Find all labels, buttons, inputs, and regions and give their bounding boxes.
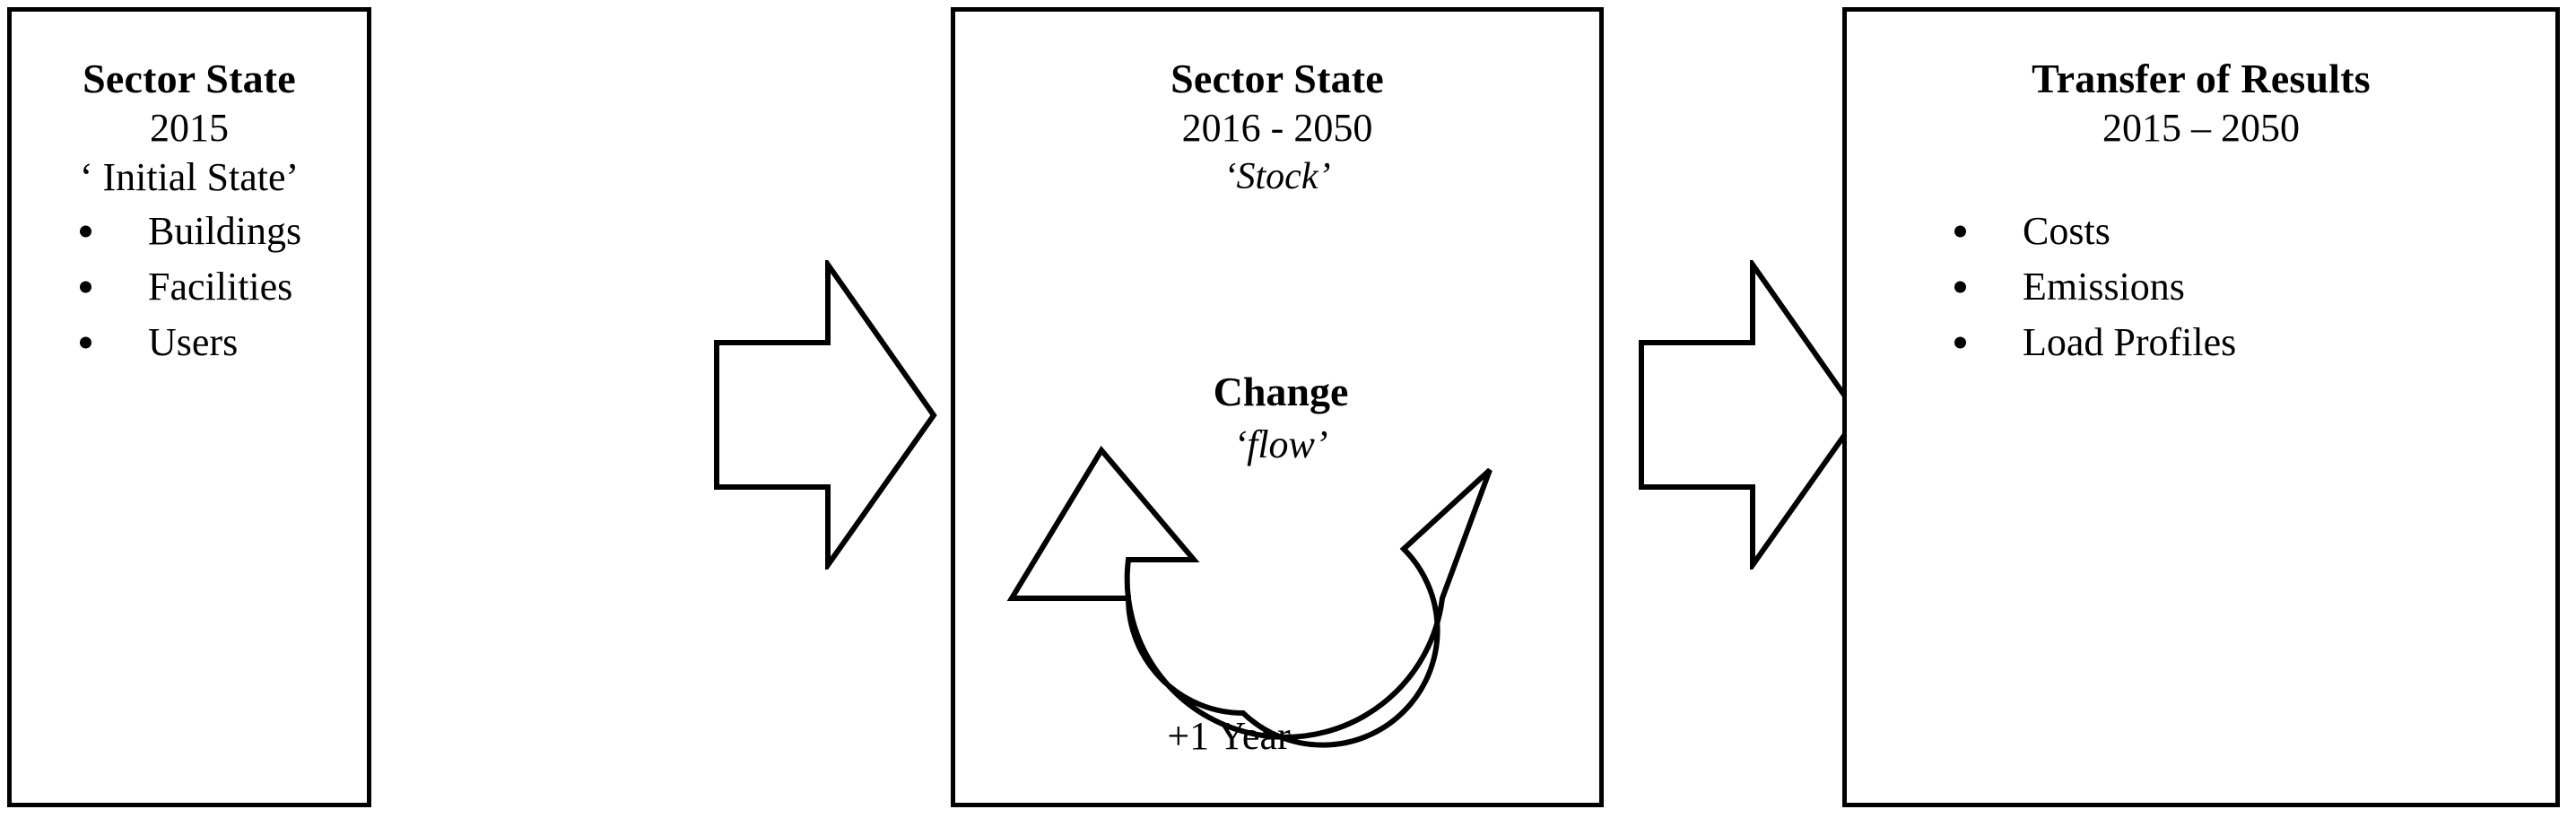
- arrow-shape: [1639, 260, 1862, 570]
- arrow-right-icon: [1639, 260, 1862, 570]
- box-stock-subtitle: 2016 - 2050: [1181, 106, 1373, 151]
- box-initial-state-list: Buildings Facilities Users: [80, 209, 302, 379]
- arrow-right-icon-initial-to-stock: [713, 260, 937, 570]
- cycle-arrow-icon: [974, 441, 1512, 807]
- increment-label: +1 Year: [1167, 714, 1291, 758]
- list-item: Costs: [1954, 209, 2236, 253]
- list-item: Users: [80, 322, 301, 363]
- cycle-arrow-icon: [1006, 445, 1493, 748]
- box-stock-title: Sector State: [1171, 56, 1384, 101]
- box-initial-state-subtitle: 2015: [150, 106, 229, 151]
- bullet-icon: [80, 336, 91, 349]
- list-item-label: Users: [148, 320, 239, 365]
- bullet-icon: [1954, 336, 1966, 349]
- cycle-arrow-shape: [1006, 445, 1493, 748]
- bullet-icon: [1954, 225, 1966, 238]
- box-transfer-subtitle: 2015 – 2050: [2102, 106, 2300, 151]
- box-transfer-of-results: Transfer of Results 2015 – 2050 Costs Em…: [1842, 7, 2560, 807]
- list-item-label: Facilities: [148, 265, 293, 309]
- flow-alias: ‘flow’: [1233, 422, 1328, 466]
- list-item: Buildings: [80, 209, 302, 253]
- arrow-right-icon-stock-to-transfer: [1638, 260, 1862, 570]
- box-initial-state-header: Sector State 2015 ‘ Initial State’: [12, 53, 367, 202]
- list-item: Facilities: [80, 266, 301, 308]
- box-transfer-list: Costs Emissions Load Profiles: [1954, 209, 2236, 379]
- list-item-label: Load Profiles: [2023, 320, 2237, 365]
- box-initial-state-alias: ‘ Initial State’: [79, 154, 300, 199]
- list-item-label: Buildings: [148, 209, 302, 253]
- arrow-right-icon: [714, 260, 937, 570]
- bullet-icon: [80, 225, 91, 238]
- list-item: Emissions: [1954, 266, 2236, 308]
- bullet-icon: [1954, 281, 1966, 293]
- arrow-shape: [714, 260, 937, 570]
- list-item: Load Profiles: [1954, 322, 2236, 363]
- box-stock-alias: ‘Stock’: [1223, 155, 1331, 197]
- box-initial-state-title: Sector State: [83, 56, 296, 101]
- box-stock-header: Sector State 2016 - 2050 ‘Stock’: [955, 53, 1599, 200]
- change-heading: Change: [1213, 369, 1349, 414]
- box-initial-state: Sector State 2015 ‘ Initial State’ Build…: [7, 7, 371, 807]
- box-stock: Sector State 2016 - 2050 ‘Stock’: [951, 7, 1604, 807]
- bullet-icon: [80, 281, 91, 293]
- box-transfer-title: Transfer of Results: [2032, 56, 2371, 101]
- list-item-label: Costs: [2023, 209, 2110, 253]
- box-transfer-header: Transfer of Results 2015 – 2050: [1847, 53, 2555, 153]
- list-item-label: Emissions: [2023, 265, 2185, 309]
